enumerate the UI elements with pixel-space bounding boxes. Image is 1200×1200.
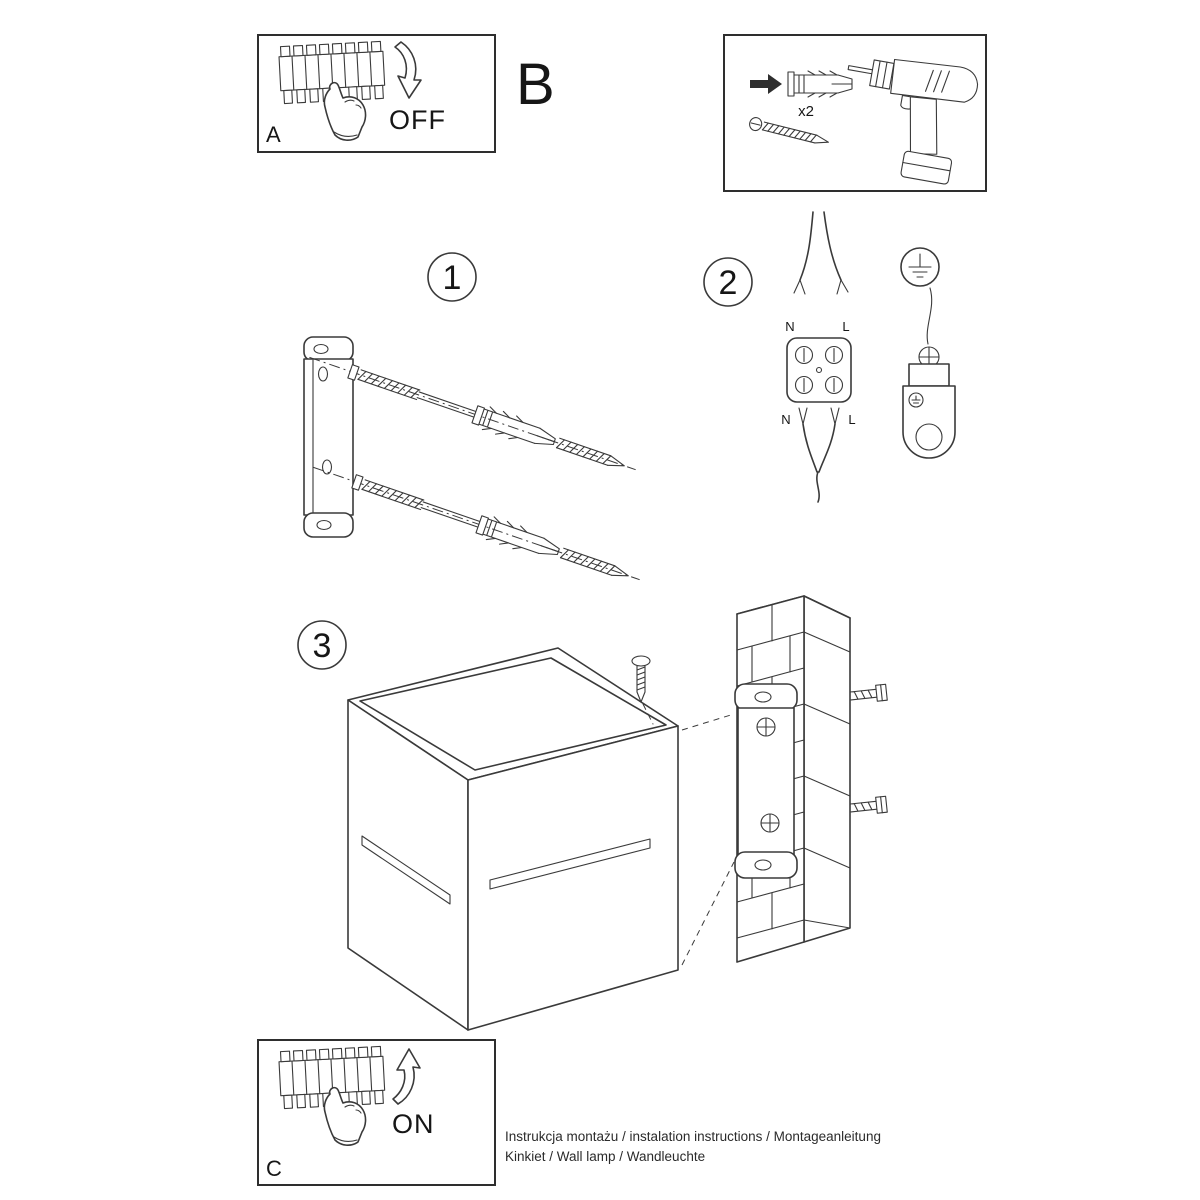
hardware-box: x2 [723, 34, 987, 192]
wiring-diagram: N L N L [781, 211, 956, 503]
section-label-b: B [516, 52, 555, 117]
ground-terminal [902, 287, 956, 459]
step-3-badge: 3 [297, 620, 347, 670]
wire-label-l-top: L [842, 319, 849, 334]
light-slot-right [489, 838, 651, 890]
wire-label-n-top: N [785, 319, 794, 334]
label-a: A [266, 122, 281, 147]
drill-icon [847, 58, 979, 185]
label-c: C [266, 1156, 282, 1181]
circuit-breaker-icon [277, 40, 387, 142]
insert-arrow-icon [750, 74, 782, 94]
wall-screw-icon-bottom [849, 795, 888, 814]
circuit-breaker-icon-on [277, 1045, 387, 1147]
step-2-badge: 2 [703, 257, 753, 307]
step-1-badge: 1 [427, 252, 477, 302]
ground-symbol-icon [900, 247, 940, 287]
mounting-bracket-drawing [303, 336, 354, 538]
breaker-on-box: ON C [257, 1039, 496, 1186]
light-slot-left [361, 835, 451, 905]
svg-text:2: 2 [719, 264, 738, 302]
quantity-label: x2 [798, 103, 814, 120]
wire-label-l-bottom: L [848, 412, 855, 427]
set-screw-icon [631, 655, 654, 725]
terminal-block [786, 337, 852, 403]
wall-bracket-drawing [734, 683, 798, 879]
footer-line2: Kinkiet / Wall lamp / Wandleuchte [505, 1149, 705, 1164]
lamp-cube-drawing [347, 647, 679, 1031]
arrow-down-icon [394, 41, 422, 99]
footer-line1: Instrukcja montażu / instalation instruc… [505, 1129, 881, 1144]
wire-label-n-bottom: N [781, 412, 790, 427]
svg-text:3: 3 [313, 627, 332, 665]
screw-anchor-row-top [304, 345, 641, 482]
arrow-up-icon [392, 1048, 421, 1105]
breaker-off-box: OFF A [257, 34, 496, 153]
screw-anchor-row-bottom [308, 455, 645, 592]
screw-icon [749, 117, 829, 144]
svg-text:1: 1 [443, 259, 462, 297]
assembly-guide-lines [681, 713, 735, 966]
off-label: OFF [389, 105, 446, 135]
on-label: ON [392, 1109, 435, 1139]
wall-plug-icon [787, 70, 853, 98]
wall-screw-icon-top [849, 683, 888, 702]
